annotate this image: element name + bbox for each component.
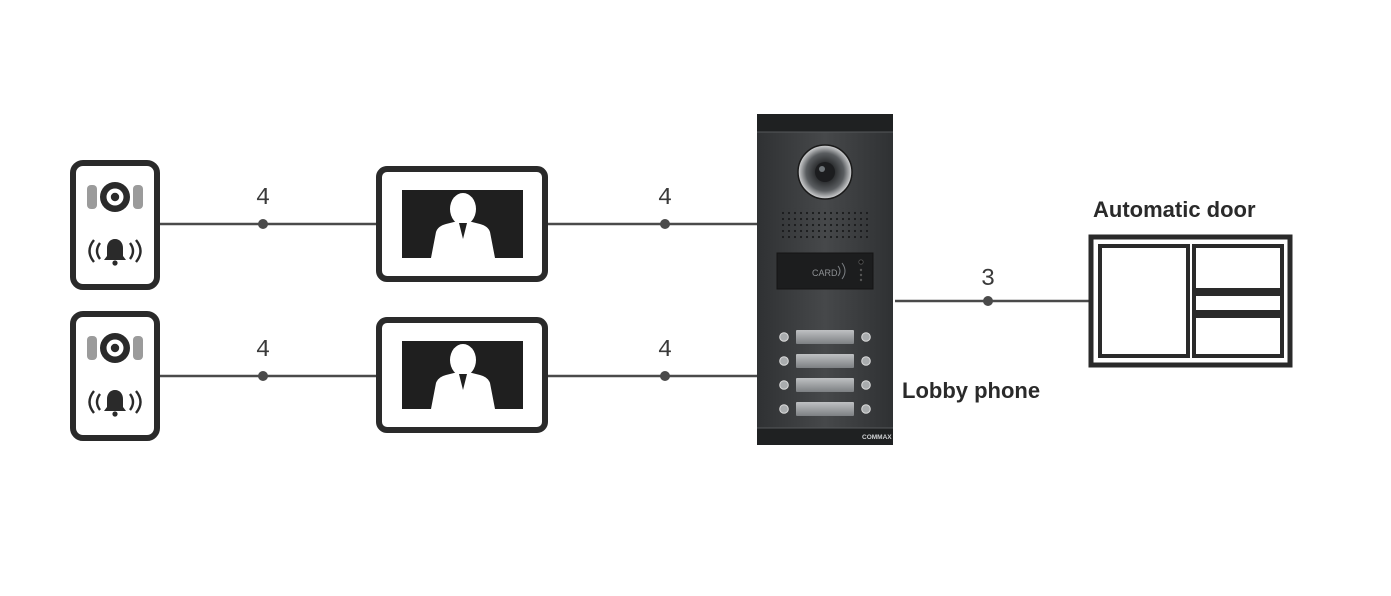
junction-dot [660,371,670,381]
video-monitor-2-icon [379,320,545,430]
lobby-phone-label: Lobby phone [902,378,1041,403]
junction-dot [258,219,268,229]
wire-count-label: 4 [255,337,271,364]
speaker-grille [781,208,869,240]
junction-dot [983,296,993,306]
junction-dot [258,371,268,381]
wire-count-label: 4 [255,185,271,212]
wire-count-label: 3 [980,266,996,293]
wire-count-label: 4 [657,185,673,212]
card-reader [776,252,874,290]
door-station-2-icon [73,314,157,438]
automatic-door-label: Automatic door [1093,197,1256,222]
wires [157,222,1090,378]
video-monitor-1-icon [379,169,545,279]
wire-count-label: 4 [657,337,673,364]
automatic-door-icon [1088,234,1293,368]
lobby-phone-panel: CARD COMMAX [757,114,893,445]
junction-dot [660,219,670,229]
door-station-1-icon [73,163,157,287]
brand-logo: COMMAX [862,434,892,441]
wire-junction-dots [258,219,993,381]
card-reader-label: CARD [812,268,838,278]
